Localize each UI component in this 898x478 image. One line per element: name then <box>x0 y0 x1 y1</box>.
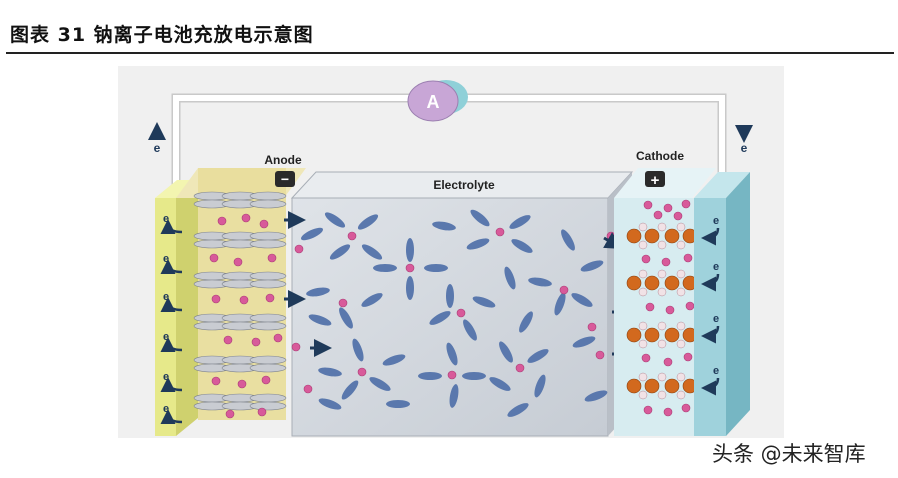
svg-text:e: e <box>163 403 169 415</box>
anode-current-collector <box>155 180 198 436</box>
ammeter-label: A <box>427 92 440 112</box>
anode-electron-symbols: e e e e e e <box>163 213 169 415</box>
anode-graphite-layers <box>193 191 287 411</box>
cathode-label: Cathode <box>636 149 684 163</box>
ammeter-icon <box>407 80 468 122</box>
svg-text:e: e <box>163 371 169 383</box>
svg-text:e: e <box>713 365 719 377</box>
anode-sodium-ions <box>209 213 283 419</box>
cathode-electron-arrows <box>701 227 720 396</box>
svg-text:e: e <box>163 213 169 225</box>
svg-text:e: e <box>713 261 719 273</box>
anode-negative-sign-icon <box>275 171 295 187</box>
svg-text:e: e <box>713 215 719 227</box>
title-divider <box>6 52 894 54</box>
cathode-oxide-layers <box>626 199 698 417</box>
electron-label-right: e <box>741 141 748 155</box>
electron-label-left: e <box>154 141 161 155</box>
electrolyte-label: Electrolyte <box>433 178 495 192</box>
svg-text:e: e <box>163 291 169 303</box>
anode-electron-arrows <box>160 219 183 425</box>
svg-text:e: e <box>163 331 169 343</box>
anode-sign: − <box>281 171 289 187</box>
cathode-positive-sign-icon <box>645 171 665 187</box>
cathode-sign: + <box>651 172 660 189</box>
solvated-sodium-clusters <box>291 209 616 417</box>
figure-title: 图表 31 钠离子电池充放电示意图 <box>10 24 314 46</box>
cathode-current-collector <box>694 172 750 436</box>
cathode-electron-symbols: e e e e <box>713 215 719 377</box>
svg-text:e: e <box>163 253 169 265</box>
svg-text:e: e <box>713 313 719 325</box>
watermark: 头条 @未来智库 <box>712 442 866 466</box>
anode-label: Anode <box>264 153 302 167</box>
